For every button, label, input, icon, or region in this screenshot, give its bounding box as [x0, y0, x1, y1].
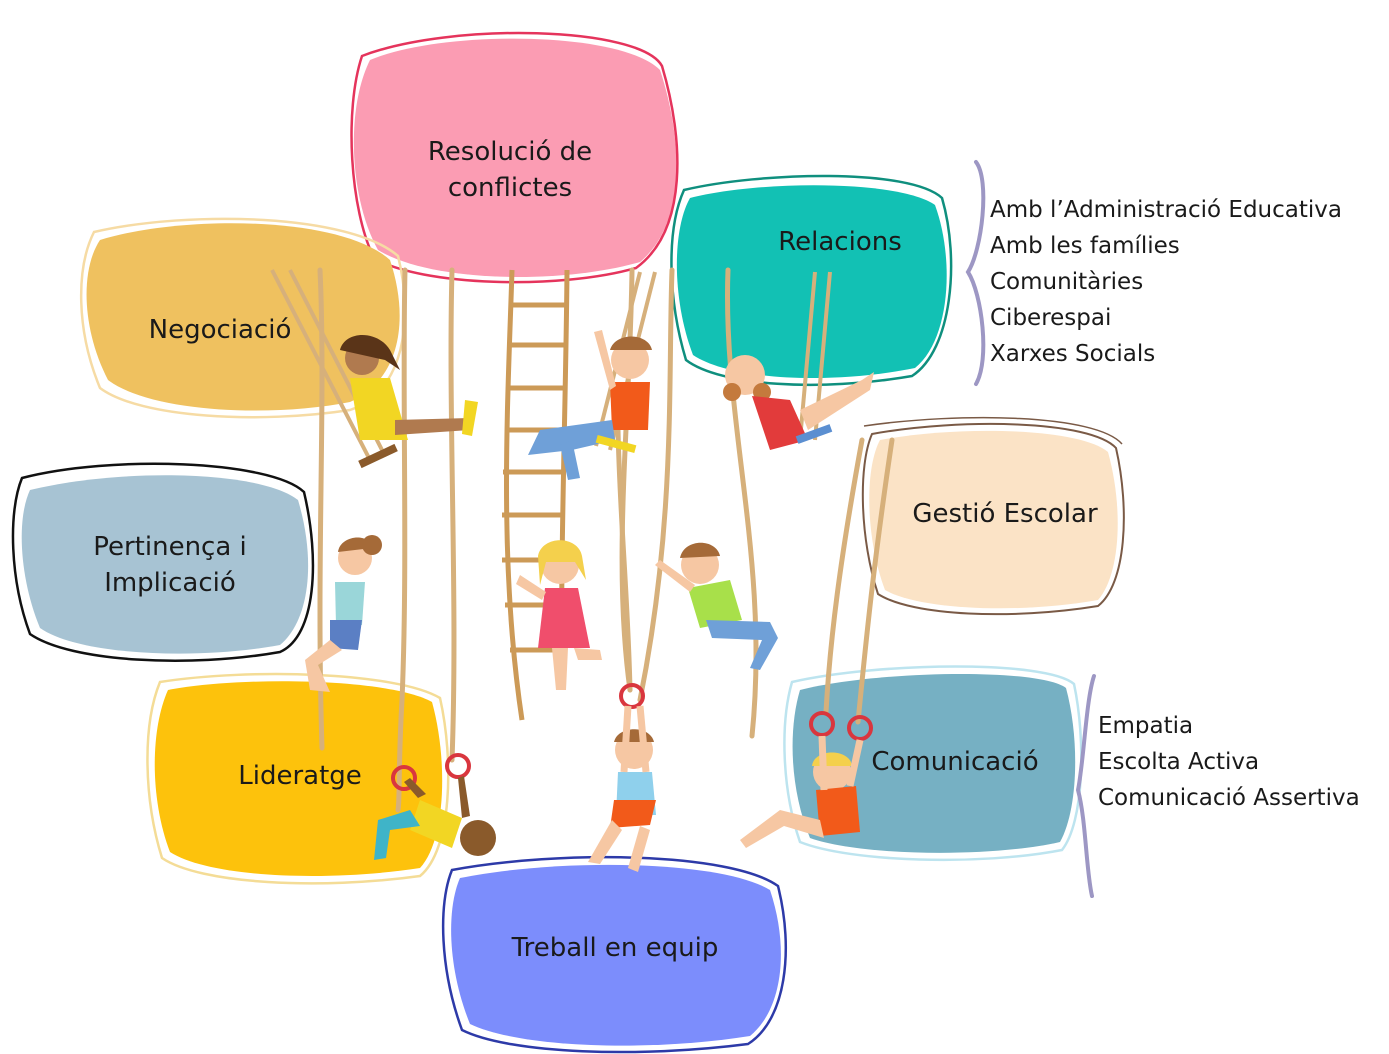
topic-gestio: Gestió Escolar: [890, 484, 1120, 544]
relacions-list-item: Amb les famílies: [990, 233, 1180, 259]
topic-treball-label: Treball en equip: [511, 932, 719, 963]
topic-gestio-label: Gestió Escolar: [912, 498, 1098, 529]
comunicacio-list-item: Escolta Activa: [1098, 749, 1260, 775]
relacions-list-item: Amb l’Administració Educativa: [990, 197, 1342, 223]
kid-rope-left-icon: [305, 535, 382, 692]
kid-rings-middle-icon: [588, 705, 656, 872]
kid-swing-left-icon: [340, 335, 478, 469]
topic-pertinenca-label: Pertinença i Implicació: [93, 531, 247, 598]
topic-pertinenca: Pertinença i Implicació: [60, 510, 280, 620]
relacions-list-item: Xarxes Socials: [990, 341, 1156, 367]
kid-rings-comunicacio-icon: [740, 735, 864, 848]
comunicacio-list: Empatia Escolta Activa Comunicació Asser…: [1098, 708, 1360, 816]
kid-swing-right-icon: [723, 355, 874, 450]
treball-blob: [441, 855, 787, 1054]
relacions-list-item: Comunitàries: [990, 269, 1144, 295]
ring-icons: [391, 683, 873, 791]
topic-lideratge-label: Lideratge: [238, 760, 362, 791]
kid-rope-right-icon: [655, 542, 778, 670]
resolucio-blob: [350, 31, 679, 284]
ropes: [317, 267, 895, 813]
topic-treball: Treball en equip: [490, 918, 740, 978]
comunicacio-brace: [1075, 674, 1096, 898]
topic-relacions: Relacions: [750, 212, 930, 272]
gestio-blob: [861, 416, 1125, 616]
topic-lideratge: Lideratge: [210, 746, 390, 806]
topic-resolucio: Resolució de conflictes: [380, 95, 640, 245]
topic-relacions-label: Relacions: [778, 226, 902, 257]
topic-resolucio-label: Resolució de conflictes: [427, 136, 593, 203]
comunicacio-list-item: Comunicació Assertiva: [1098, 785, 1360, 811]
topic-negociacio-label: Negociació: [148, 314, 292, 345]
relacions-list: Amb l’Administració Educativa Amb les fa…: [990, 192, 1342, 372]
relacions-blob: [670, 174, 953, 387]
topic-negociacio: Negociació: [120, 300, 320, 360]
kid-rings-lideratge-icon: [374, 776, 496, 860]
kid-swing-middle-icon: [528, 330, 652, 480]
comunicacio-list-item: Empatia: [1098, 713, 1194, 739]
topic-comunicacio-label: Comunicació: [871, 746, 1039, 777]
relacions-list-item: Ciberespai: [990, 305, 1112, 331]
pertinenca-blob: [11, 462, 315, 662]
lideratge-blob: [146, 672, 450, 885]
topic-comunicacio: Comunicació: [860, 732, 1050, 792]
kid-ladder-icon: [516, 540, 602, 690]
relacions-brace: [965, 160, 986, 386]
